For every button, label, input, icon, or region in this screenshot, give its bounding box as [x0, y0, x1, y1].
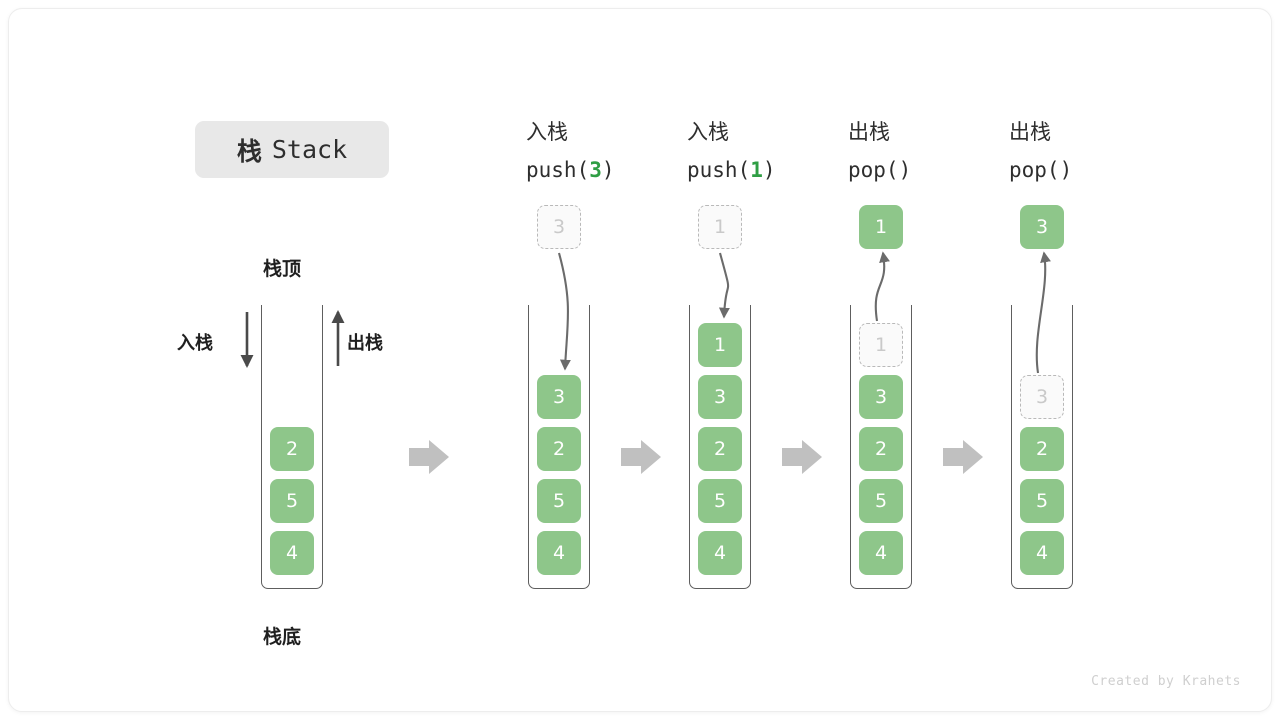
stack-tube-pop-1: [850, 305, 912, 589]
column-header-pop-1: 出栈 pop(): [848, 113, 911, 189]
column-header-code: pop(): [1009, 158, 1073, 182]
step-arrow: [621, 440, 661, 474]
column-header-push-3: 入栈 push(3): [526, 113, 615, 189]
column-header-operation: 入栈: [687, 120, 729, 144]
stack-cell: 3: [859, 375, 903, 419]
stack-cell: 5: [698, 479, 742, 523]
stack-tube-push-3: [528, 305, 590, 589]
title-chinese: 栈: [236, 136, 263, 166]
title-english: Stack: [271, 135, 348, 164]
stack-tube-pop-3: [1011, 305, 1073, 589]
watermark: Created by Krahets: [1091, 674, 1241, 689]
stack-cell: 2: [270, 427, 314, 471]
arrows-overlay: [240, 251, 1051, 474]
column-header-code: pop(): [848, 158, 912, 182]
step-arrow: [782, 440, 822, 474]
column-header-code: push(1): [687, 158, 776, 182]
column-header-operation: 出栈: [848, 120, 890, 144]
stack-cell: 4: [1020, 531, 1064, 575]
stack-cell: 3: [698, 375, 742, 419]
column-header-operation: 入栈: [526, 120, 568, 144]
stack-cell: 5: [537, 479, 581, 523]
stack-cell: 4: [270, 531, 314, 575]
stack-cell: 5: [859, 479, 903, 523]
title-badge: 栈 Stack: [195, 121, 389, 178]
stack-cell: 4: [698, 531, 742, 575]
stack-cell: 2: [859, 427, 903, 471]
stack-cell: 4: [537, 531, 581, 575]
stack-cell: 2: [698, 427, 742, 471]
label-push-legend: 入栈: [177, 333, 213, 354]
column-header-pop-3: 出栈 pop(): [1009, 113, 1072, 189]
stack-cell: 3: [537, 375, 581, 419]
floating-cell-push-3: 3: [537, 205, 581, 249]
floating-cell-push-1: 1: [698, 205, 742, 249]
column-header-operation: 出栈: [1009, 120, 1051, 144]
stack-cell: 4: [859, 531, 903, 575]
column-header-arg: 3: [589, 158, 602, 182]
stack-cell: 5: [270, 479, 314, 523]
stack-cell: 2: [537, 427, 581, 471]
label-stack-top: 栈顶: [263, 258, 302, 280]
stack-cell: 1: [698, 323, 742, 367]
step-arrow: [409, 440, 449, 474]
column-header-code: push(3): [526, 158, 615, 182]
floating-cell-pop-3: 3: [1020, 205, 1064, 249]
step-arrow: [943, 440, 983, 474]
stack-cell: 2: [1020, 427, 1064, 471]
stack-tube-initial: [261, 305, 323, 589]
stack-cell: 5: [1020, 479, 1064, 523]
stack-cell: 3: [1020, 375, 1064, 419]
label-pop-legend: 出栈: [347, 333, 383, 354]
column-header-push-1: 入栈 push(1): [687, 113, 776, 189]
label-stack-bottom: 栈底: [263, 626, 302, 648]
column-header-arg: 1: [750, 158, 763, 182]
stack-cell: 1: [859, 323, 903, 367]
stack-tube-push-1: [689, 305, 751, 589]
floating-cell-pop-1: 1: [859, 205, 903, 249]
